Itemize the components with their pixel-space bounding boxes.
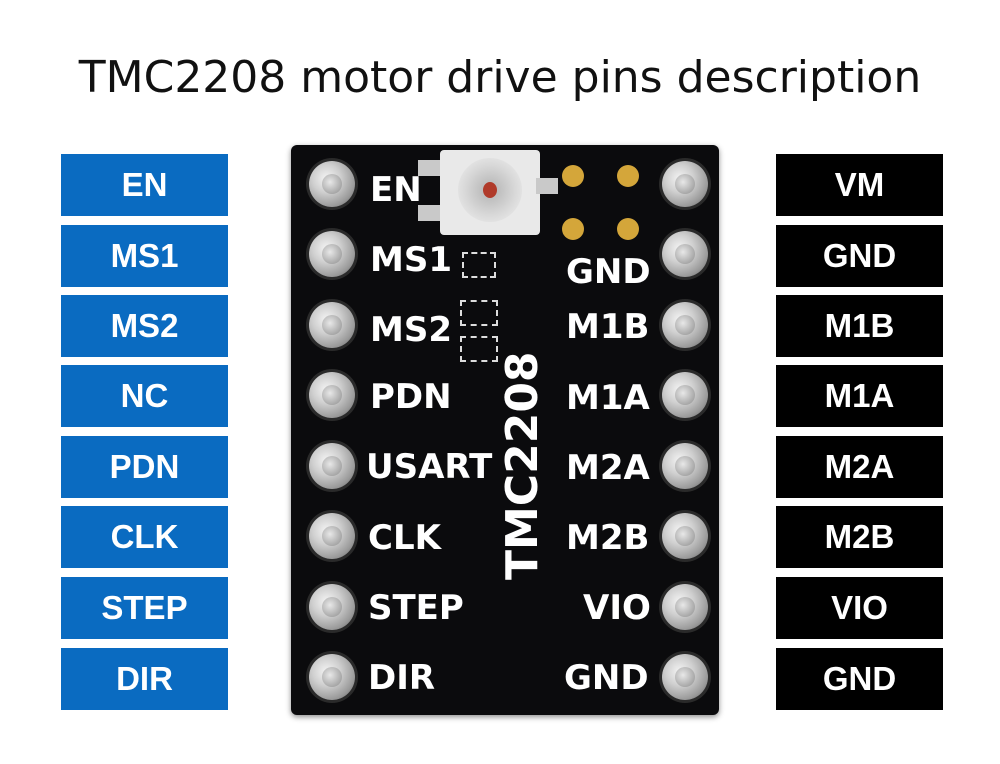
gold-pad bbox=[617, 218, 639, 240]
right-pin-label: GND bbox=[776, 648, 943, 710]
pin-hole bbox=[309, 231, 355, 277]
right-pin-label: VM bbox=[776, 154, 943, 216]
silk-label: M1B bbox=[566, 307, 650, 347]
gold-pad bbox=[562, 165, 584, 187]
smd-component bbox=[418, 160, 440, 176]
diagram-title: TMC2208 motor drive pins description bbox=[78, 52, 922, 103]
chip-name: TMC2208 bbox=[497, 351, 548, 580]
smd-component bbox=[418, 205, 440, 221]
right-pin-label: M2A bbox=[776, 436, 943, 498]
potentiometer-wiper bbox=[483, 182, 497, 198]
left-pin-label: CLK bbox=[61, 506, 228, 568]
silk-label: EN bbox=[370, 170, 422, 210]
silk-label: M2B bbox=[566, 518, 650, 558]
pin-hole bbox=[662, 443, 708, 489]
left-pin-label: MS2 bbox=[61, 295, 228, 357]
pin-hole bbox=[309, 654, 355, 700]
silk-label: STEP bbox=[368, 588, 464, 628]
silk-label: GND bbox=[566, 252, 651, 292]
pin-hole bbox=[662, 161, 708, 207]
silk-label: MS1 bbox=[370, 240, 452, 280]
pin-hole bbox=[309, 584, 355, 630]
pin-hole bbox=[662, 654, 708, 700]
pin-hole bbox=[662, 231, 708, 277]
smd-component bbox=[536, 178, 558, 194]
right-pin-label: M1B bbox=[776, 295, 943, 357]
silk-label: CLK bbox=[368, 518, 441, 558]
silkscreen-outline bbox=[460, 300, 498, 326]
pin-hole bbox=[309, 372, 355, 418]
left-pin-label: DIR bbox=[61, 648, 228, 710]
pin-hole bbox=[662, 584, 708, 630]
pin-hole bbox=[662, 513, 708, 559]
gold-pad bbox=[617, 165, 639, 187]
silk-label: DIR bbox=[368, 658, 436, 698]
silkscreen-outline bbox=[462, 252, 496, 278]
pin-hole bbox=[309, 443, 355, 489]
silk-label: VIO bbox=[583, 588, 651, 628]
silk-label: GND bbox=[564, 658, 649, 698]
right-pin-label: GND bbox=[776, 225, 943, 287]
silkscreen-outline bbox=[460, 336, 498, 362]
pin-hole bbox=[309, 302, 355, 348]
right-pin-label: M1A bbox=[776, 365, 943, 427]
gold-pad bbox=[562, 218, 584, 240]
left-pin-label: NC bbox=[61, 365, 228, 427]
potentiometer bbox=[440, 150, 540, 235]
right-pin-label: M2B bbox=[776, 506, 943, 568]
silk-label: M2A bbox=[566, 448, 650, 488]
pin-hole bbox=[662, 372, 708, 418]
pin-hole bbox=[309, 513, 355, 559]
left-pin-label: MS1 bbox=[61, 225, 228, 287]
silk-label: PDN bbox=[370, 377, 452, 417]
left-pin-label: PDN bbox=[61, 436, 228, 498]
driver-board bbox=[291, 145, 719, 715]
silk-label: M1A bbox=[566, 378, 650, 418]
silk-label: MS2 bbox=[370, 310, 452, 350]
right-pin-label: VIO bbox=[776, 577, 943, 639]
left-pin-label: EN bbox=[61, 154, 228, 216]
left-pin-label: STEP bbox=[61, 577, 228, 639]
pin-hole bbox=[662, 302, 708, 348]
pin-hole bbox=[309, 161, 355, 207]
silk-label: USART bbox=[366, 447, 493, 487]
